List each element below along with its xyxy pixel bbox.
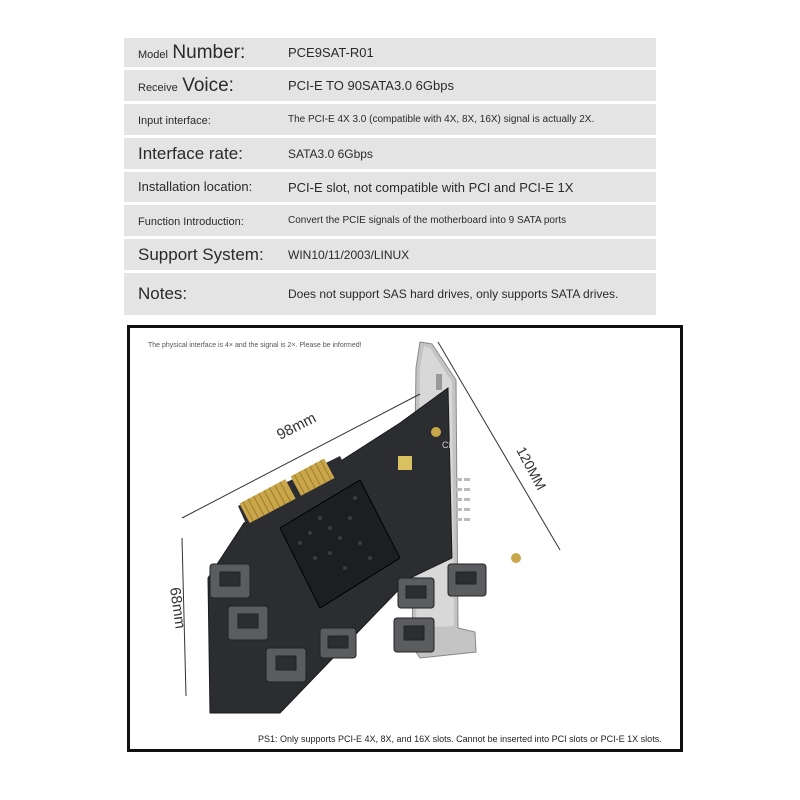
dimension-bracket-label: 120MM (513, 444, 549, 493)
heatsink (279, 479, 401, 609)
spec-label-small: Input interface: (138, 114, 211, 127)
spec-value-interface-rate: SATA3.0 6Gbps (288, 146, 373, 161)
product-photo-frame: The physical interface is 4× and the sig… (127, 325, 683, 752)
sata-port (447, 563, 487, 597)
spec-value-installation: PCI-E slot, not compatible with PCI and … (288, 179, 574, 195)
spec-row-input-interface: Input interface: The PCI-E 4X 3.0 (compa… (124, 104, 656, 135)
spec-label-big: Support System: (138, 244, 264, 264)
gold-finger-connector (239, 458, 335, 524)
sata-port (319, 627, 357, 659)
spec-value-model: PCE9SAT-R01 (288, 45, 374, 60)
spec-label: Model Number: (124, 42, 282, 64)
spec-row-receive-voice: Receive Voice: PCI-E TO 90SATA3.0 6Gbps (124, 70, 656, 101)
spec-value-notes: Does not support SAS hard drives, only s… (288, 287, 619, 301)
spec-value-receive: PCI-E TO 90SATA3.0 6Gbps (288, 78, 454, 93)
dimension-width-label: 98mm (274, 409, 319, 443)
sata-port (209, 563, 251, 599)
spec-value-support-system: WIN10/11/2003/LINUX (288, 247, 410, 262)
spec-label: Installation location: (124, 178, 282, 196)
spec-label-small: Installation location: (138, 179, 253, 194)
sata-port (393, 617, 435, 653)
sata-port (265, 647, 307, 683)
spec-label-big: Interface rate: (138, 143, 243, 163)
spec-row-interface-rate: Interface rate: SATA3.0 6Gbps (124, 138, 656, 169)
spec-label: Notes: (124, 284, 282, 304)
sata-port (227, 605, 269, 641)
spec-row-support-system: Support System: WIN10/11/2003/LINUX (124, 239, 656, 270)
slot-compatibility-note: PS1: Only supports PCI-E 4X, 8X, and 16X… (258, 734, 662, 744)
chip-area: CE (398, 427, 521, 563)
spec-value-input-interface: The PCI-E 4X 3.0 (compatible with 4X, 8X… (288, 114, 595, 125)
spec-label: Interface rate: (124, 144, 282, 164)
spec-label-big: Notes: (138, 284, 188, 303)
spec-row-model-number: Model Number: PCE9SAT-R01 (124, 38, 656, 67)
spec-label: Receive Voice: (124, 75, 282, 97)
spec-label-small: Receive (138, 81, 178, 94)
spec-row-installation: Installation location: PCI-E slot, not c… (124, 172, 656, 202)
dimension-height-label: 68mm (166, 586, 189, 630)
spec-value-function: Convert the PCIE signals of the motherbo… (288, 215, 567, 226)
spec-label-big: Number: (172, 41, 246, 63)
sata-card-illustration: CE 98mm 68mm 120MM (166, 341, 561, 714)
dimension-lines (181, 341, 561, 697)
spec-label-small: Model (138, 48, 168, 61)
spec-table: Model Number: PCE9SAT-R01 Receive Voice:… (124, 38, 656, 318)
spec-label-small: Function Introduction: (138, 215, 244, 228)
svg-text:CE: CE (442, 440, 455, 450)
spec-label: Input interface: (124, 111, 282, 129)
sata-ports (209, 563, 487, 683)
sata-port (397, 577, 435, 609)
spec-row-notes: Notes: Does not support SAS hard drives,… (124, 273, 656, 315)
spec-row-function: Function Introduction: Convert the PCIE … (124, 205, 656, 236)
interface-note: The physical interface is 4× and the sig… (148, 342, 362, 349)
spec-label: Support System: (124, 245, 282, 265)
spec-label: Function Introduction: (124, 212, 282, 230)
spec-label-big: Voice: (182, 74, 234, 96)
